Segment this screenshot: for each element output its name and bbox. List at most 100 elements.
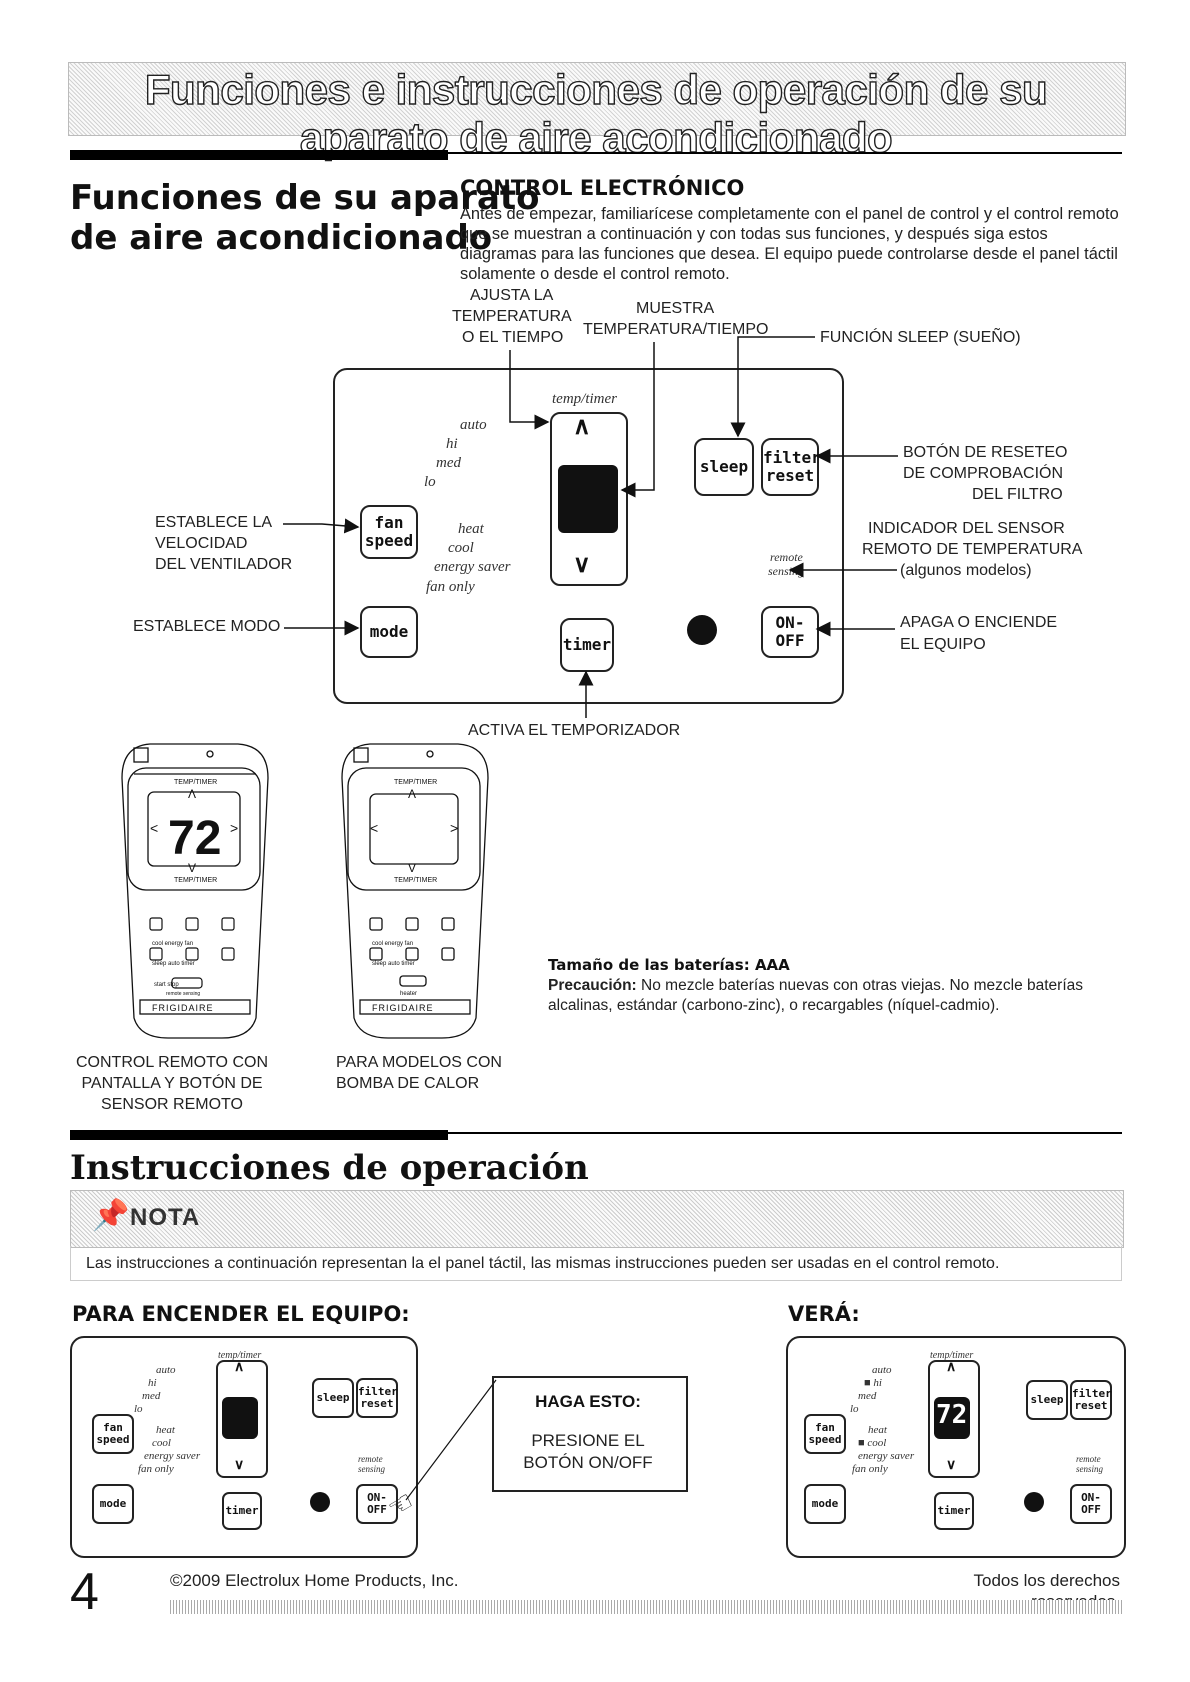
vera-down-arrow[interactable]: ∨ [946,1456,957,1472]
speed-hi: hi [446,436,458,452]
svg-text:sleep auto timer: sleep auto timer [372,961,415,967]
vera-speed-hi: hi [873,1377,882,1389]
vera-fan-label-2: speed [808,1433,842,1446]
vera-filter-label-2: reset [1074,1399,1108,1412]
mode-cool: cool [448,540,474,556]
sleep-button[interactable]: sleep [694,438,754,496]
pushpin-icon: 📌 [92,1199,130,1232]
timer-button[interactable]: timer [560,618,614,672]
sleep-label: sleep [699,457,749,476]
fan-speed-button[interactable]: fan speed [360,505,418,559]
remote-display-value: 72 [168,812,221,865]
callout-sleep: FUNCIÓN SLEEP (SUEÑO) [820,329,1021,346]
haga-esto-title: HAGA ESTO: [535,1392,641,1411]
vera-on-off-button[interactable]: ON-OFF [1070,1484,1112,1524]
vera-modes: heat ■ cool energy saver fan only [852,1424,915,1475]
filter-reset-button[interactable]: filter reset [761,438,821,496]
speed-lo: lo [424,474,436,490]
vera-lcd [934,1397,970,1439]
vera-mode-button[interactable]: mode [804,1484,846,1524]
svg-text:TEMP/TIMER: TEMP/TIMER [394,779,437,786]
small-mode-heat: heat [156,1424,175,1436]
vera-sleep-label: sleep [1030,1393,1064,1406]
small-speed-auto: auto [156,1364,176,1376]
vera-fan-label-1: fan [815,1421,835,1434]
battery-caution-label: Precaución: [548,977,637,994]
temp-up-arrow[interactable]: ∧ [573,413,591,440]
small-mode-button[interactable]: mode [92,1484,134,1524]
filter-label-1: filter [763,448,821,467]
svg-text:cool energy fan: cool energy fan [152,941,193,947]
svg-text:FRIGIDAIRE: FRIGIDAIRE [152,1003,214,1013]
small-mode-fan-only: fan only [138,1463,174,1475]
svg-text:<: < [370,820,378,836]
callout-leader-lines [283,336,898,718]
small-sleep-button[interactable]: sleep [312,1378,354,1418]
off-label: OFF [775,631,805,650]
callout-ajusta-3: O EL TIEMPO [462,329,564,346]
vera-timer-button[interactable]: timer [934,1492,974,1530]
copyright: ©2009 Electrolux Home Products, Inc. [170,1571,459,1590]
callout-reset-2: DE COMPROBACIÓN [903,465,1064,482]
page-number: 4 [70,1563,99,1621]
nota-box [70,1246,1122,1281]
remote-controls-illustration: TEMP/TIMER TEMP/TIMER Λ V < > 72 FRIGIDA… [121,743,489,1039]
speed-auto: auto [460,417,487,433]
small-mode-label: mode [99,1497,127,1510]
vera-up-arrow[interactable]: ∧ [946,1358,957,1374]
vera-remote-1: remote [1076,1454,1101,1464]
vera-off-label: OFF [1081,1503,1101,1516]
svg-text:TEMP/TIMER: TEMP/TIMER [174,779,217,786]
vera-remote-2: sensing [1076,1464,1103,1474]
footer-stripe [170,1600,1122,1614]
small-speed-hi: hi [148,1377,157,1389]
mode-fan-only: fan only [426,579,475,595]
small-timer-button[interactable]: timer [222,1492,262,1530]
vera-speed-auto: auto [872,1364,892,1376]
small-speed-med: med [142,1390,161,1402]
vera-sleep-button[interactable]: sleep [1026,1380,1068,1420]
vera-display-value: 72 [936,1400,968,1430]
temp-down-arrow[interactable]: ∨ [573,551,591,578]
callout-mode: ESTABLECE MODO [133,618,281,635]
svg-text:sleep auto timer: sleep auto timer [152,961,195,967]
section-heading-line2: de aire acondicionado [70,218,493,258]
vera-temp-timer: temp/timer [930,1350,974,1361]
callout-timer: ACTIVA EL TEMPORIZADOR [468,722,681,739]
section-rule-thin [70,152,1122,154]
remote-right-caption-1: PARA MODELOS CON [336,1054,502,1071]
nota-text: Las instrucciones a continuación represe… [86,1255,1000,1272]
remote-with-display [121,743,269,1039]
small-on-off-button[interactable]: ON-OFF [356,1484,398,1524]
vera-mode-energy: energy saver [858,1450,915,1462]
callout-onoff-2: EL EQUIPO [900,636,986,653]
operation-heading: Instrucciones de operación [70,1148,589,1188]
fan-speed-label-1: fan [374,513,404,532]
svg-text:remote sensing: remote sensing [166,991,200,997]
callout-ajusta-2: TEMPERATURA [452,308,572,325]
small-speed-lo: lo [134,1403,143,1415]
callout-sensor-2: REMOTO DE TEMPERATURA [862,541,1083,558]
svg-text:Λ: Λ [408,787,416,801]
section2-rule-thin [70,1132,1122,1134]
vera-on-label: ON- [1081,1491,1101,1504]
section2-rule-thick [70,1130,448,1140]
vera-sensor-dot [1024,1492,1044,1512]
mode-heat: heat [458,521,484,537]
small-up-arrow[interactable]: ∧ [234,1358,245,1374]
intro-paragraph: Antes de empezar, familiarícese completa… [460,205,1119,283]
remote-left-caption-3: SENSOR REMOTO [101,1096,243,1113]
callout-ajusta-1: AJUSTA LA [470,287,554,304]
vera-mode-cool: cool [867,1437,887,1449]
small-modes: heat cool energy saver fan only [138,1424,200,1476]
callout-sensor-3: (algunos modelos) [900,562,1032,579]
section-rule-thick [70,150,448,160]
speed-med: med [436,455,461,471]
mode-button[interactable]: mode [360,606,418,658]
callout-muestra-2: TEMPERATURA/TIEMPO [583,321,769,338]
small-down-arrow[interactable]: ∨ [234,1456,245,1472]
